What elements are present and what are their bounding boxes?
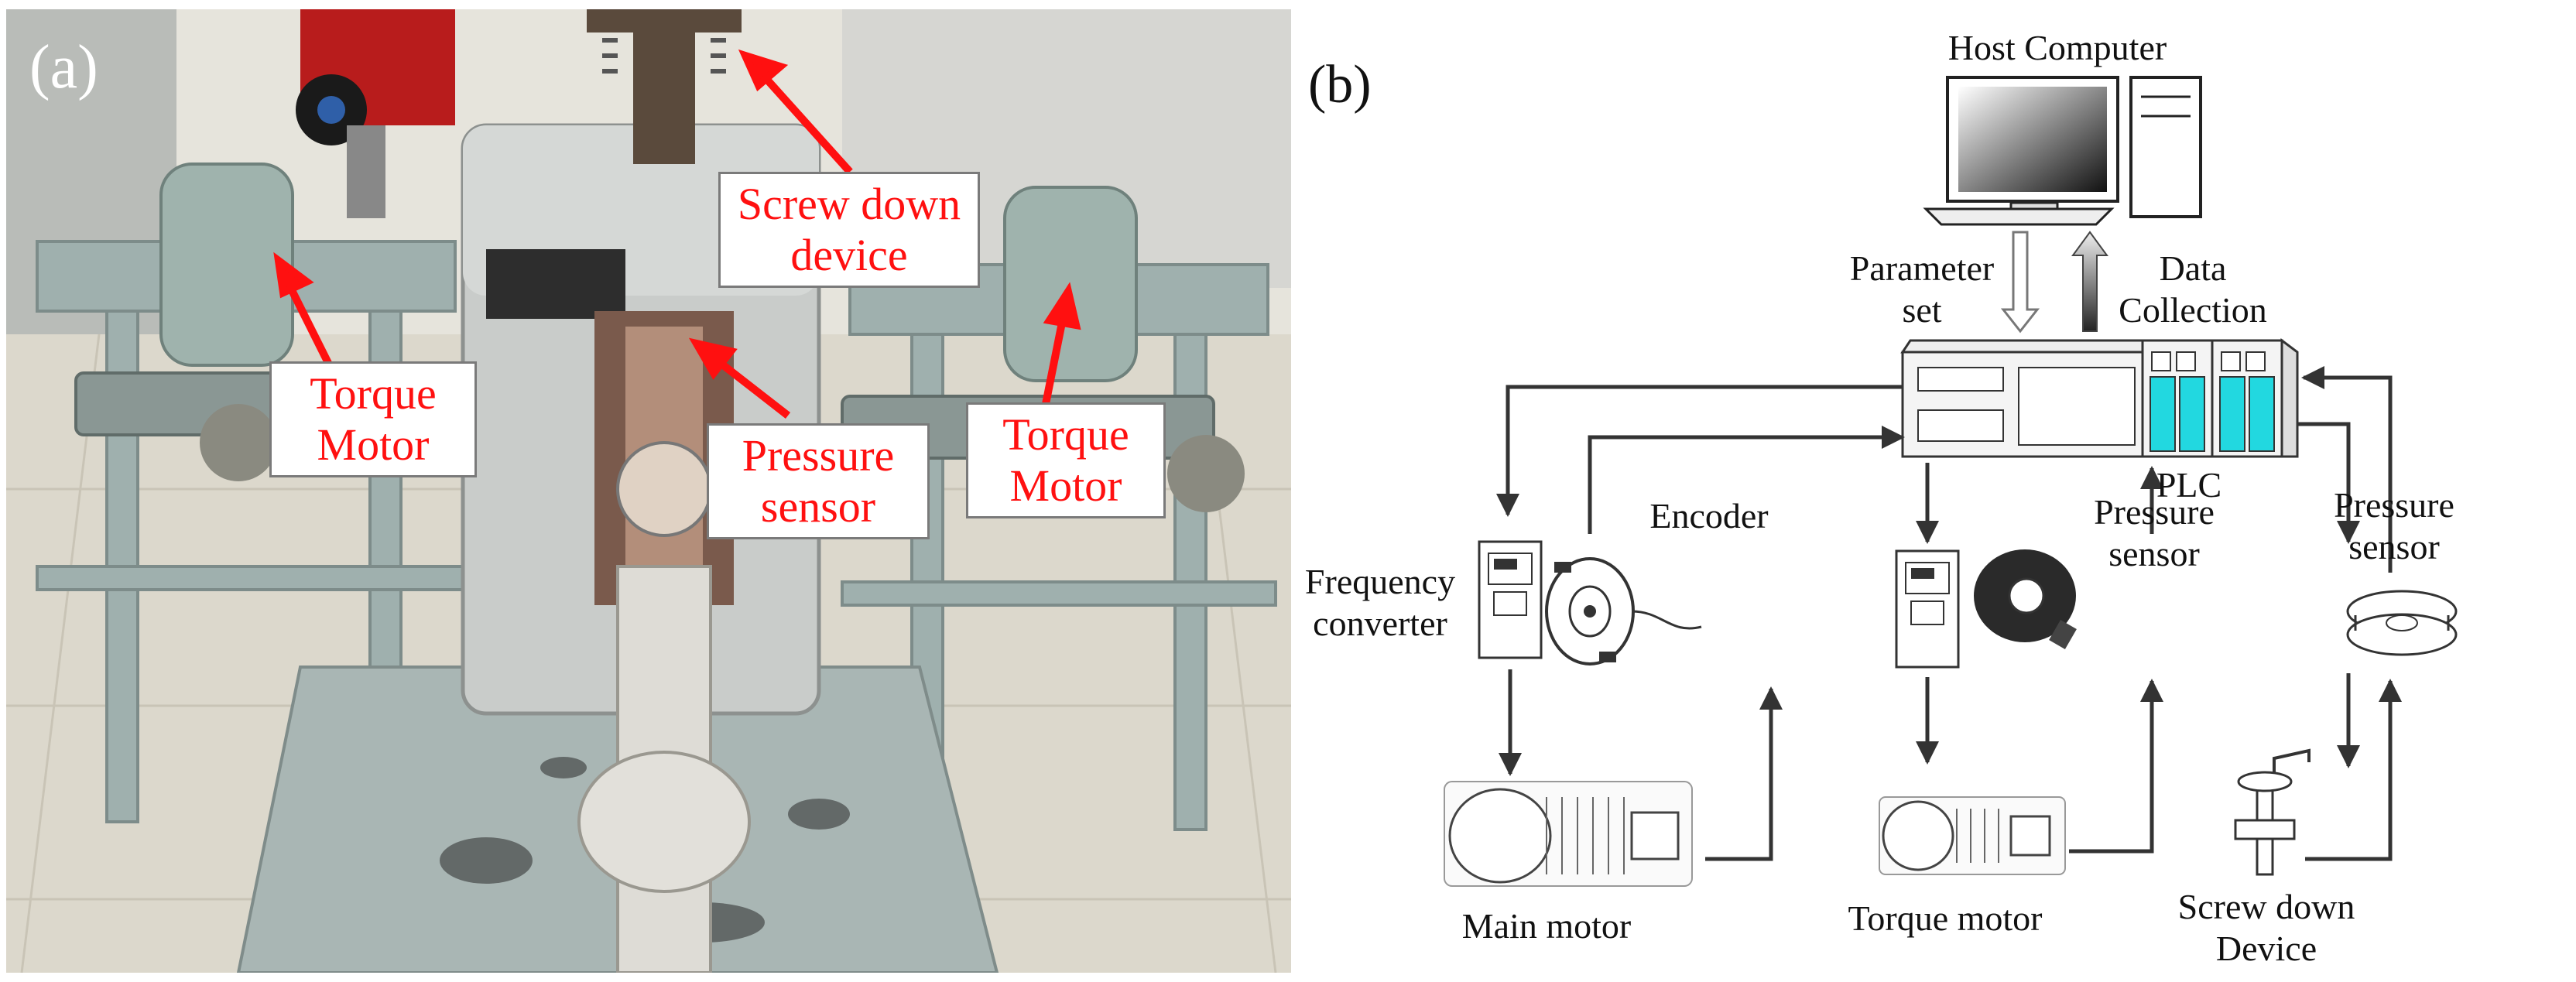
label-data-collection: Data Collection (2119, 248, 2267, 330)
encoder-icon (1545, 557, 1702, 666)
label-host-computer: Host Computer (1947, 28, 2167, 67)
panel-letter: (b) (1308, 55, 1372, 115)
main-motor-icon (1444, 781, 1693, 887)
label-parameter-set: Parameter set (1849, 248, 1995, 330)
parameter-set-arrow (2000, 231, 2040, 334)
torque-converter-icon (1895, 549, 1960, 669)
pressure-sensor-disc-icon (1974, 549, 2077, 649)
label-torque-motor-left: Torque Motor (269, 361, 477, 477)
label-screw-down-device: Screw down Device (2177, 887, 2355, 968)
photo-panel: (a) Screw down device Torque Motor Press… (6, 9, 1291, 973)
pressure-sensor-spool-icon (2346, 590, 2458, 656)
label-pressure-sensor-1: Pressure sensor (2094, 492, 2215, 573)
torque-motor-icon (1879, 796, 2066, 875)
label-plc: PLC (2156, 465, 2222, 505)
label-encoder: Encoder (1649, 496, 1769, 535)
label-frequency-converter: Frequency converter (1304, 562, 1456, 643)
plc-icon (1900, 338, 2299, 458)
label-pressure-sensor: Pressure sensor (707, 423, 930, 539)
label-torque-motor-right: Torque Motor (966, 402, 1166, 518)
data-collection-arrow (2071, 231, 2108, 332)
label-torque-motor: Torque motor (1848, 898, 2043, 938)
label-screw-down-device: Screw down device (718, 172, 980, 288)
control-system-diagram: (b) Host Computer Parameter set Data Col… (1291, 0, 2576, 982)
label-pressure-sensor-2: Pressure sensor (2334, 485, 2454, 566)
diagram-graphics (1444, 76, 2458, 887)
host-computer-icon (1923, 76, 2202, 226)
label-main-motor: Main motor (1461, 906, 1632, 946)
frequency-converter-icon (1478, 540, 1543, 659)
panel-letter: (a) (29, 33, 98, 101)
screw-down-device-icon (2234, 748, 2311, 876)
